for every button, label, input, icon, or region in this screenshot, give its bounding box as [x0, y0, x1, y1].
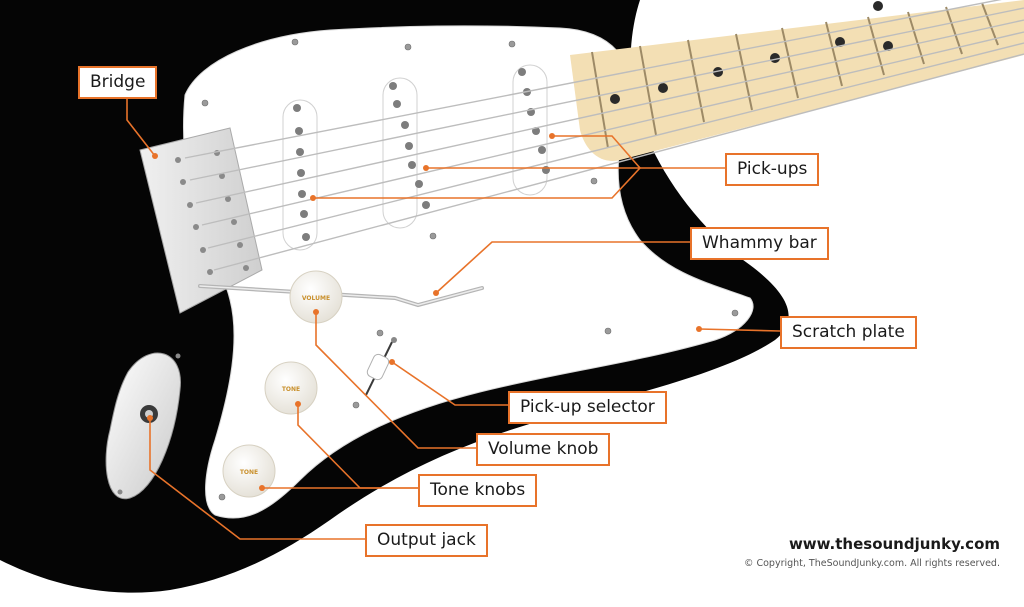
pickguard-screws — [201, 38, 739, 501]
fret-markers — [610, 1, 893, 104]
label-volume-knob: Volume knob — [476, 433, 611, 466]
volume-knob-label: VOLUME — [302, 295, 330, 302]
label-tone-knobs: Tone knobs — [418, 474, 538, 507]
label-output-jack: Output jack — [365, 524, 488, 557]
bridge — [139, 127, 263, 314]
tone-knob-upper-label: TONE — [282, 386, 300, 393]
leader-endpoints — [147, 133, 702, 491]
tone-knob-lower: TONE — [222, 444, 276, 498]
label-whammy-bar: Whammy bar — [690, 227, 829, 260]
strings — [184, 0, 1024, 271]
output-jack — [105, 352, 181, 500]
copyright-notice: © Copyright, TheSoundJunky.com. All righ… — [743, 558, 1000, 569]
guitar-neck — [570, 0, 1024, 161]
pickup-selector — [365, 337, 397, 396]
label-pickups: Pick-ups — [725, 153, 820, 186]
tone-knob-upper: TONE — [264, 361, 318, 415]
label-pickup-selector: Pick-up selector — [508, 391, 667, 424]
leader-lines — [126, 97, 781, 540]
tone-knob-lower-label: TONE — [240, 469, 258, 476]
pickups — [282, 64, 550, 251]
label-bridge: Bridge — [78, 66, 158, 99]
website-url: www.thesoundjunky.com — [788, 535, 1000, 553]
label-scratch-plate: Scratch plate — [780, 316, 917, 349]
